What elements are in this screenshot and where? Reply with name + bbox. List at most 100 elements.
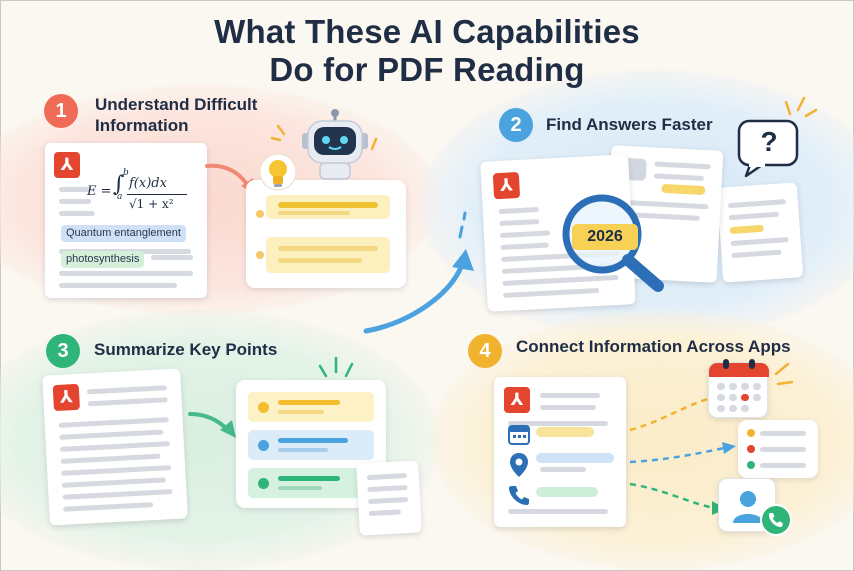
highlight-bar <box>278 400 340 405</box>
section-3-document: ⅄ <box>42 368 188 526</box>
calendar-cell <box>753 394 761 401</box>
question-bubble-icon <box>737 119 799 178</box>
spark-lines <box>318 356 354 378</box>
highlight-bar <box>536 427 594 437</box>
ai-explanation-card <box>246 180 406 288</box>
text-line <box>59 187 91 192</box>
section-2-heading: Find Answers Faster <box>546 115 713 134</box>
page-title-line-2: Do for PDF Reading <box>269 51 585 88</box>
text-line <box>368 509 401 517</box>
spark-lines <box>370 137 378 151</box>
list-app-card <box>738 420 818 478</box>
section-4-heading: Connect Information Across Apps <box>516 337 791 356</box>
text-line <box>508 421 608 426</box>
highlight-bar <box>536 487 598 497</box>
bullet-dot <box>256 210 264 218</box>
page-title-line-1: What These AI Capabilities <box>214 13 640 50</box>
summary-point <box>248 468 374 498</box>
spark-lines <box>784 96 818 118</box>
lightbulb-icon <box>259 153 297 191</box>
search-document-back-right <box>716 182 804 283</box>
highlight-photosynthesis: photosynthesis <box>61 251 145 268</box>
text-line <box>727 199 787 209</box>
highlight-bar <box>278 202 378 208</box>
text-line <box>151 255 193 260</box>
text-line <box>278 211 350 215</box>
highlight-bar <box>278 438 348 443</box>
summary-point <box>248 392 374 422</box>
text-line <box>59 271 193 276</box>
calendar-app-card <box>708 359 769 418</box>
section-2-badge: 2 <box>499 108 533 142</box>
text-line <box>59 283 177 288</box>
text-line <box>760 463 806 468</box>
formula-upper-limit: b <box>123 168 129 178</box>
text-line <box>368 497 409 505</box>
text-line <box>540 467 586 472</box>
text-line <box>59 429 164 440</box>
section-1-document: ⅄ Quantum entanglement photosynthesis <box>45 143 207 298</box>
text-line <box>59 211 95 216</box>
highlight-bar <box>278 476 340 481</box>
summary-mini-document <box>356 460 422 536</box>
text-line <box>540 393 600 398</box>
section-1-heading-line-2: Information <box>95 116 189 135</box>
section-3-arrow <box>188 412 236 438</box>
text-line <box>61 477 166 488</box>
text-line <box>87 397 168 407</box>
bullet-dot <box>256 251 264 259</box>
calendar-ring <box>723 359 729 369</box>
text-line <box>500 242 549 251</box>
location-pin-icon <box>510 453 528 477</box>
text-line <box>60 453 161 464</box>
explanation-item <box>266 237 390 273</box>
calendar-cell <box>741 405 749 412</box>
section-3-heading: Summarize Key Points <box>94 340 278 359</box>
text-line <box>728 211 779 221</box>
spark-lines <box>774 362 794 386</box>
summary-point <box>248 430 374 460</box>
bullet-dot <box>747 461 755 469</box>
text-line <box>760 431 806 436</box>
pdf-icon: ⅄ <box>52 383 81 412</box>
connecting-arrow <box>363 211 474 334</box>
calendar-ring <box>749 359 755 369</box>
formula-denominator: √1 + x² <box>129 197 174 211</box>
calendar-cell <box>717 394 725 401</box>
text-line <box>499 230 551 239</box>
text-line <box>58 417 169 428</box>
text-line <box>730 237 789 247</box>
section-3-badge: 3 <box>46 334 80 368</box>
calendar-cell <box>717 383 725 390</box>
formula-lower-limit: a <box>117 192 123 202</box>
calendar-cell <box>753 383 761 390</box>
question-mark: ? <box>760 126 778 157</box>
text-line <box>499 218 540 227</box>
text-line <box>498 206 539 215</box>
calendar-cell <box>729 383 737 390</box>
highlight-bar <box>729 224 764 235</box>
contact-card-icon <box>733 491 763 523</box>
section-1-badge: 1 <box>44 94 78 128</box>
formula: E = ∫ b a f(x)dx √1 + x² <box>85 168 195 220</box>
text-line <box>731 249 782 259</box>
phone-call-icon <box>760 504 792 536</box>
bullet-dot <box>747 429 755 437</box>
bullet-dot <box>258 402 269 413</box>
calendar-icon <box>508 425 530 445</box>
text-line <box>760 447 806 452</box>
pdf-icon: ⅄ <box>54 152 80 178</box>
bullet-dot <box>258 478 269 489</box>
calendar-cell <box>741 383 749 390</box>
text-line <box>508 509 608 514</box>
pdf-icon: ⅄ <box>504 387 530 413</box>
robot-icon <box>302 109 368 180</box>
text-line <box>540 405 596 410</box>
text-line <box>278 410 324 414</box>
formula-lhs: E = <box>87 184 112 199</box>
text-line <box>62 489 173 500</box>
text-line <box>63 502 154 512</box>
search-result-year: 2026 <box>572 224 638 250</box>
formula-fraction-bar <box>127 194 187 195</box>
phone-icon <box>509 486 529 505</box>
